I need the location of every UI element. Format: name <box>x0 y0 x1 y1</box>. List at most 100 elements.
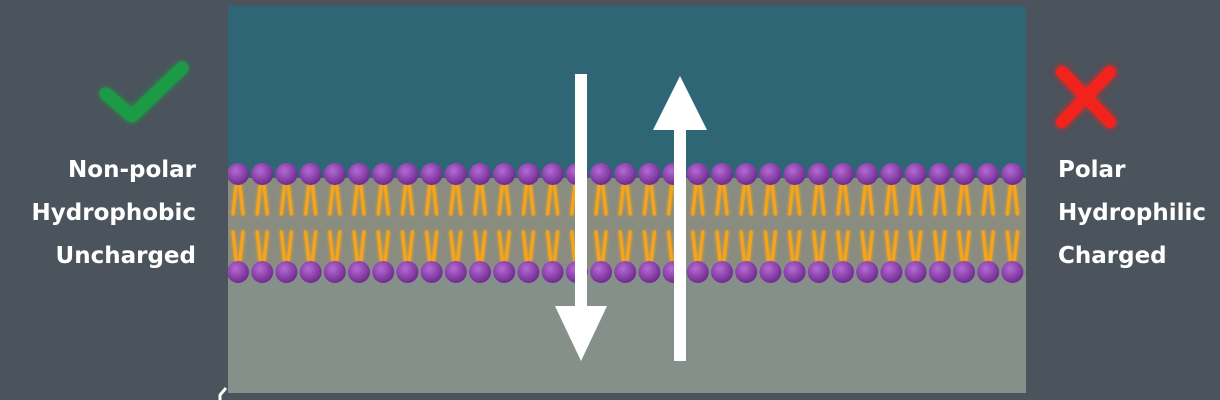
lipid-tail-pair <box>691 184 705 216</box>
lipid-tail-pair <box>739 230 753 262</box>
lipid-tail-pair <box>618 230 632 262</box>
left-properties-list: Non-polar Hydrophobic Uncharged <box>32 149 196 278</box>
lipid-tail-pair <box>594 184 608 216</box>
lipid-tail-pair <box>860 230 874 262</box>
lipid-tail-pair <box>908 184 923 216</box>
lipid-tail-pair <box>546 230 560 262</box>
lipid-head <box>953 261 975 283</box>
lipid-tail-pair <box>836 230 850 262</box>
lipid-tail-pair <box>787 184 802 216</box>
lipid-head <box>880 163 903 185</box>
lipid-tail-pair <box>497 230 511 262</box>
lipid-head <box>856 261 879 283</box>
property-hydrophilic: Hydrophilic <box>1058 200 1206 226</box>
lipid-head <box>323 163 346 185</box>
lipid-tail-pair <box>739 184 753 216</box>
lipid-head <box>880 261 903 283</box>
lipid-head <box>396 163 419 185</box>
lipid-head <box>1001 261 1024 283</box>
lipid-tail-pair <box>449 184 463 216</box>
transport-arrows <box>555 74 707 361</box>
lipid-head <box>444 261 467 283</box>
lipid-head <box>275 163 298 185</box>
lipid-tail-pair <box>449 230 463 262</box>
lipid-head <box>517 261 540 283</box>
lipid-head <box>323 261 346 283</box>
lipid-tail-pair <box>957 230 971 262</box>
lipid-head <box>493 163 516 185</box>
lipid-tail-pair <box>763 184 778 216</box>
lipid-tail-pair <box>908 230 923 262</box>
property-charged: Charged <box>1058 243 1167 269</box>
lipid-tail-pair <box>763 230 778 262</box>
lipid-head <box>541 163 564 185</box>
lipid-head <box>759 261 782 283</box>
extracellular-region <box>228 6 1026 178</box>
lipid-tail-pair <box>594 230 608 262</box>
lipid-head <box>420 163 443 185</box>
lipid-heads <box>228 163 1026 283</box>
lipid-head <box>541 261 564 283</box>
lipid-head <box>711 163 733 185</box>
lipid-tail-pair <box>546 184 560 216</box>
membrane-diagram <box>228 6 1026 393</box>
lipid-tail-pair <box>279 230 294 262</box>
lipid-head <box>590 261 612 283</box>
lipid-head <box>251 163 274 185</box>
lipid-head <box>783 163 806 185</box>
lipid-tail-pair <box>352 184 366 216</box>
lipid-tail-pair <box>303 230 318 262</box>
lipid-tail-pair <box>473 184 487 216</box>
lipid-head <box>590 163 612 185</box>
lipid-tail-pair <box>328 184 342 216</box>
lipid-head <box>686 261 709 283</box>
lipid-tail-pair <box>425 230 439 262</box>
lipid-head <box>832 163 854 185</box>
lipid-head <box>1001 163 1024 185</box>
lipid-tail-pair <box>1005 230 1020 262</box>
lipid-tail-pair <box>255 184 269 216</box>
lipid-head <box>904 163 927 185</box>
lipid-tail-pair <box>836 184 850 216</box>
lipid-tail-pair <box>691 230 705 262</box>
lipid-head <box>638 261 661 283</box>
lipid-tail-pair <box>400 230 414 262</box>
lipid-head <box>420 261 443 283</box>
lipid-tail-pair <box>642 184 656 216</box>
lipid-tail-pair <box>715 230 729 262</box>
lipid-head <box>711 261 733 283</box>
lipid-head <box>856 163 879 185</box>
lipid-tail-pair <box>376 184 390 216</box>
lipid-head <box>614 261 637 283</box>
lipid-head <box>904 261 927 283</box>
lipid-tail-pair <box>352 230 366 262</box>
lipid-tails <box>231 184 1020 262</box>
lipid-head <box>759 163 782 185</box>
down-arrow <box>555 74 607 361</box>
lipid-tail-pair <box>884 230 899 262</box>
lipid-tail-pair <box>812 230 826 262</box>
lipid-tail-pair <box>473 230 487 262</box>
lipid-head <box>638 163 661 185</box>
lipid-tail-pair <box>933 184 947 216</box>
lipid-head <box>953 163 975 185</box>
lipid-tail-pair <box>425 184 439 216</box>
lipid-head <box>977 261 1000 283</box>
lipid-tail-pair <box>787 230 802 262</box>
lipid-tail-pair <box>860 184 874 216</box>
lipid-tail-pair <box>642 230 656 262</box>
lipid-bilayer <box>228 163 1026 283</box>
lipid-head <box>469 163 491 185</box>
lipid-tail-pair <box>812 184 826 216</box>
lipid-head <box>251 261 274 283</box>
lipid-head <box>783 261 806 283</box>
lipid-head <box>832 261 854 283</box>
lipid-head <box>807 261 830 283</box>
cursor-icon <box>212 386 232 400</box>
lipid-tail-pair <box>618 184 632 216</box>
lipid-head <box>348 163 370 185</box>
lipid-tail-pair <box>279 184 294 216</box>
up-arrow <box>653 76 707 361</box>
lipid-tail-pair <box>884 184 899 216</box>
lipid-head <box>517 163 540 185</box>
